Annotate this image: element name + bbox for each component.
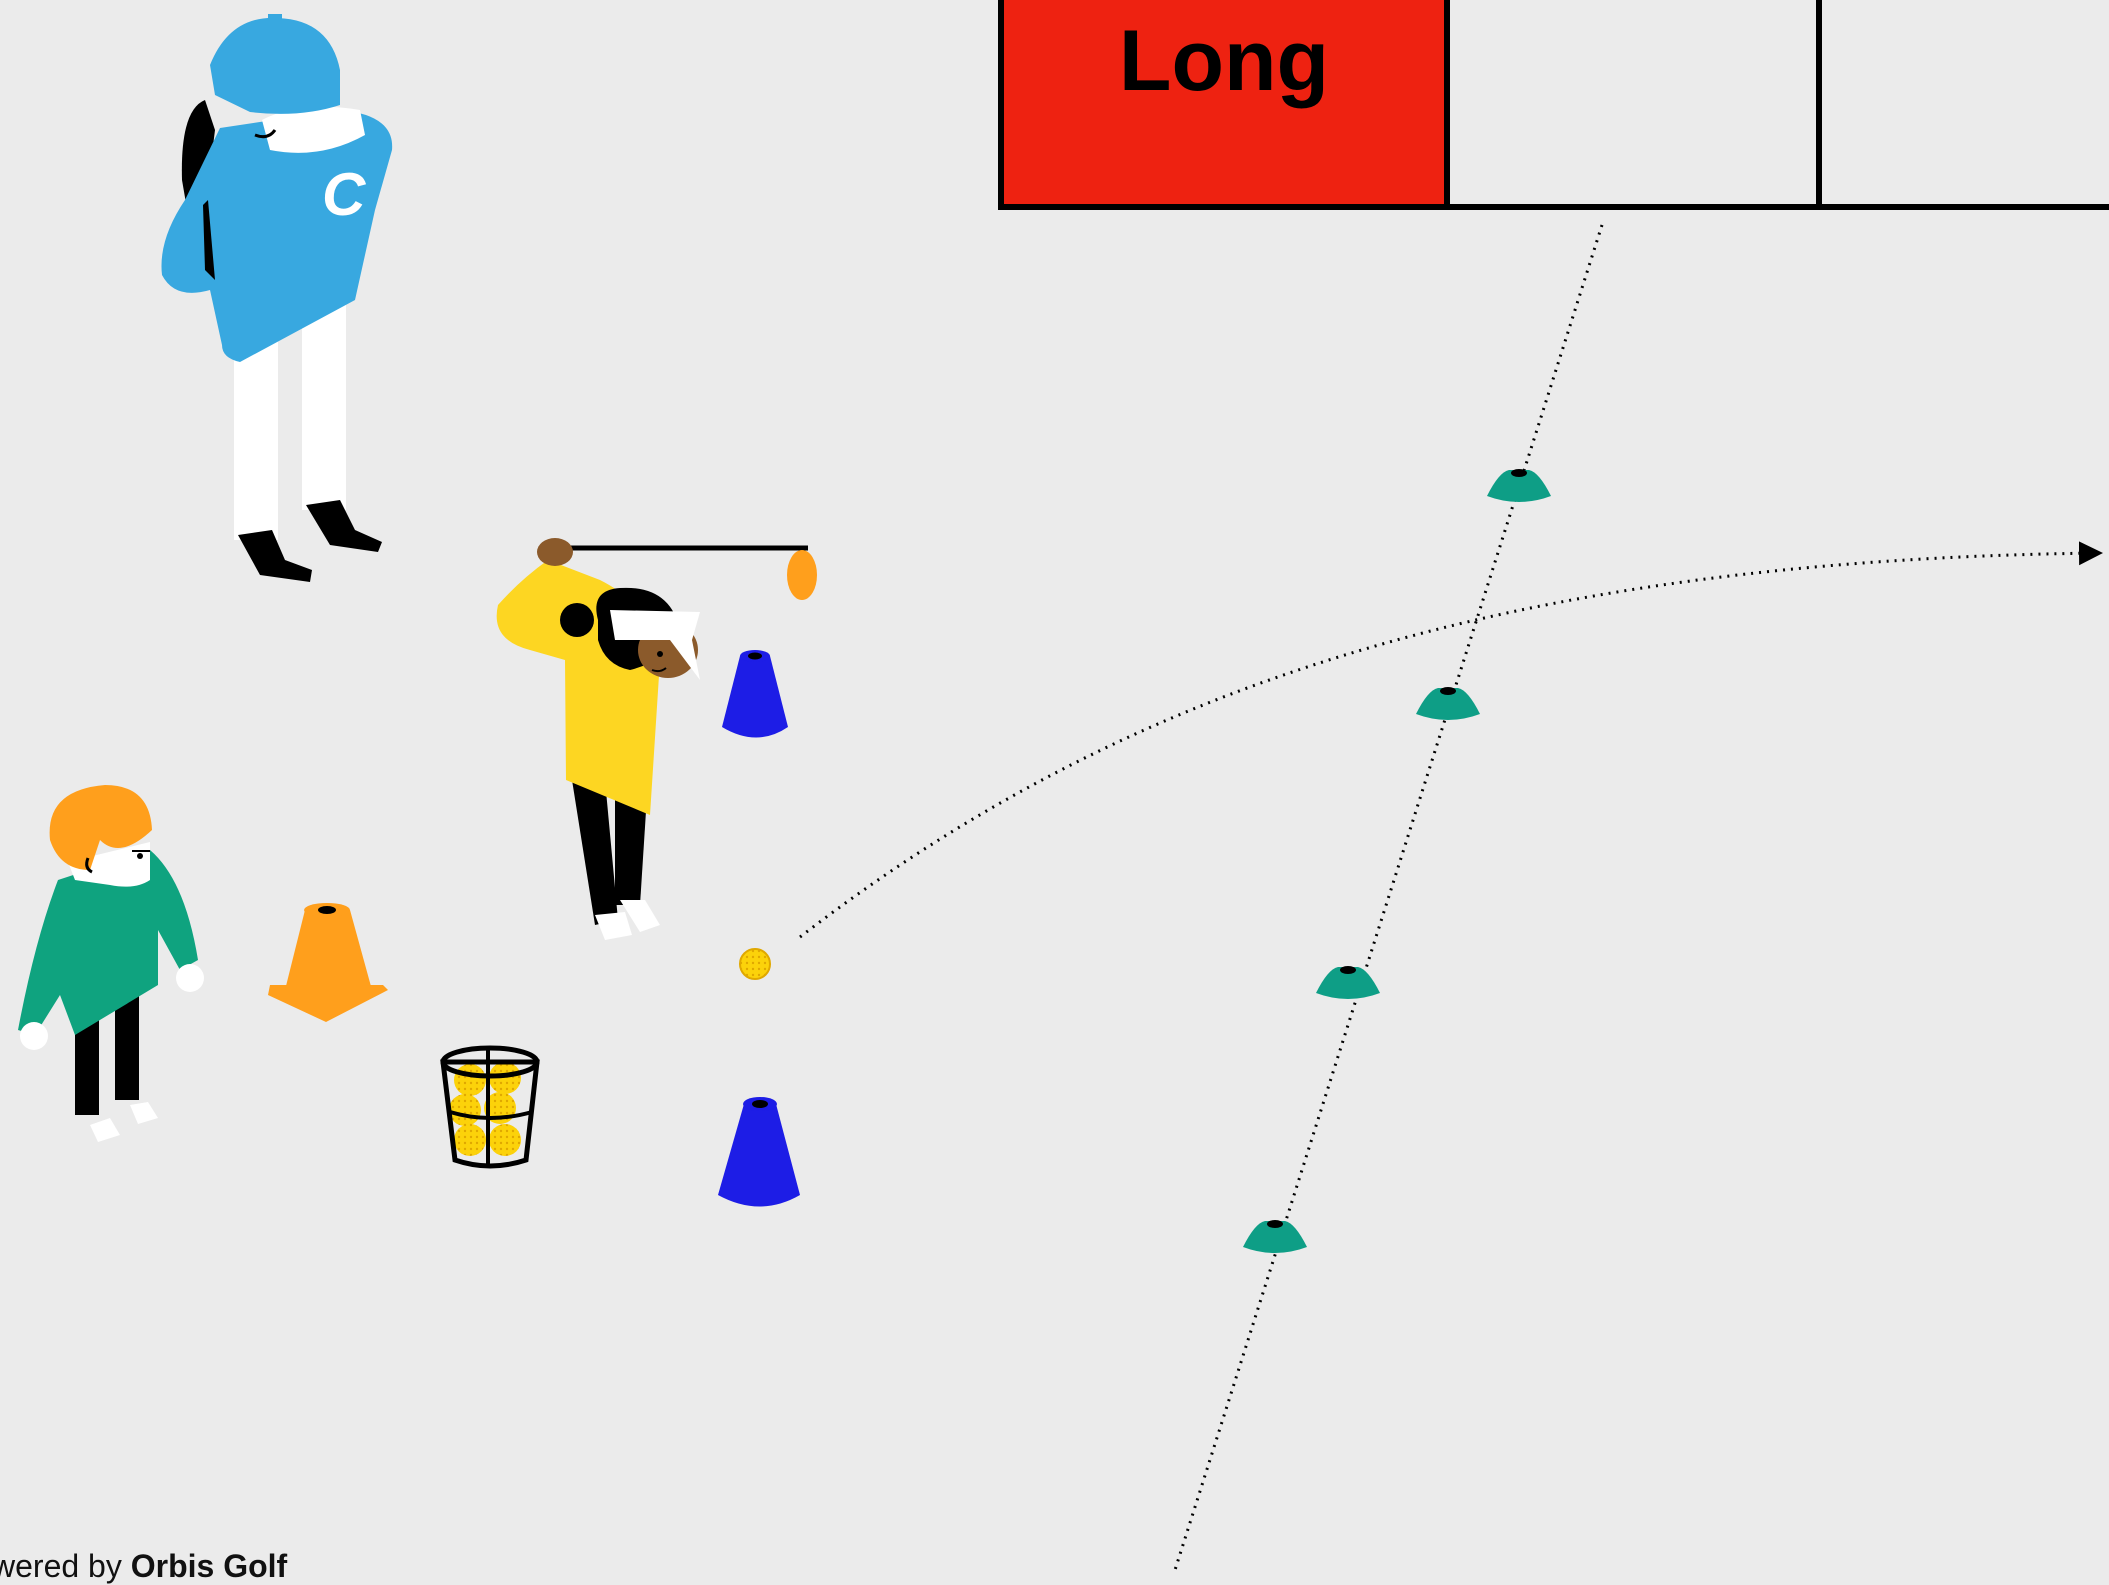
zone-right bbox=[1819, 0, 2109, 207]
traffic-cone-icon bbox=[268, 903, 388, 1022]
golfer-figure-icon bbox=[497, 538, 817, 940]
ball-flight-path bbox=[800, 553, 2100, 937]
disc-marker-icon bbox=[1316, 966, 1380, 999]
disc-marker-icon bbox=[1416, 687, 1480, 720]
target-zones: Long bbox=[1001, 0, 2109, 207]
powered-by-footer: wered by Orbis Golf bbox=[0, 1548, 287, 1585]
zone-middle bbox=[1447, 0, 1819, 207]
golf-ball-icon bbox=[740, 949, 770, 979]
ball-basket-icon bbox=[443, 1048, 537, 1168]
child-figure-icon bbox=[18, 785, 204, 1142]
footer-brand: Orbis Golf bbox=[131, 1548, 287, 1584]
tall-cone-icon bbox=[718, 1097, 800, 1207]
marker-guide-line bbox=[1175, 225, 1602, 1570]
coach-figure-icon: C bbox=[161, 14, 392, 582]
disc-marker-icon bbox=[1487, 469, 1551, 502]
disc-marker-icon bbox=[1243, 1220, 1307, 1253]
zone-long-label: Long bbox=[1119, 13, 1329, 109]
footer-prefix: wered by bbox=[0, 1548, 131, 1584]
svg-text:C: C bbox=[322, 161, 367, 228]
tall-cone-icon bbox=[722, 650, 788, 738]
